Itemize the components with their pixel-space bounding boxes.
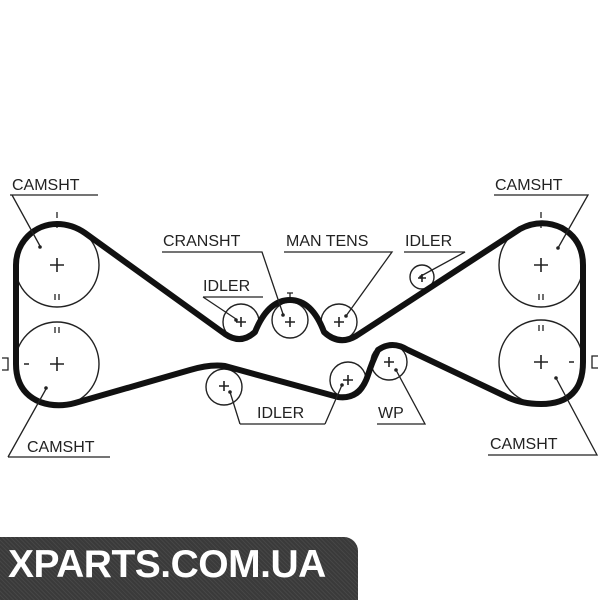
timing-belt bbox=[13, 220, 586, 409]
watermark-banner: XPARTS.COM.UA bbox=[0, 537, 358, 600]
label-idler-left: IDLER bbox=[203, 278, 250, 295]
label-cransht: CRANSHT bbox=[163, 233, 241, 250]
label-camsht-top-left: CAMSHT bbox=[12, 177, 80, 194]
label-idler-lower: IDLER bbox=[257, 405, 304, 422]
label-camsht-bottom-right: CAMSHT bbox=[490, 436, 558, 453]
leader-lines bbox=[7, 194, 599, 458]
label-wp: WP bbox=[378, 405, 404, 422]
label-camsht-top-right: CAMSHT bbox=[495, 177, 563, 194]
watermark-text: XPARTS.COM.UA bbox=[8, 543, 326, 586]
pulley-idler-lower bbox=[205, 368, 243, 406]
pulley-cranksht bbox=[271, 301, 309, 339]
leader-dots bbox=[38, 245, 560, 394]
label-idler-right: IDLER bbox=[405, 233, 452, 250]
label-man-tens: MAN TENS bbox=[286, 233, 368, 250]
label-camsht-bottom-left: CAMSHT bbox=[27, 439, 95, 456]
